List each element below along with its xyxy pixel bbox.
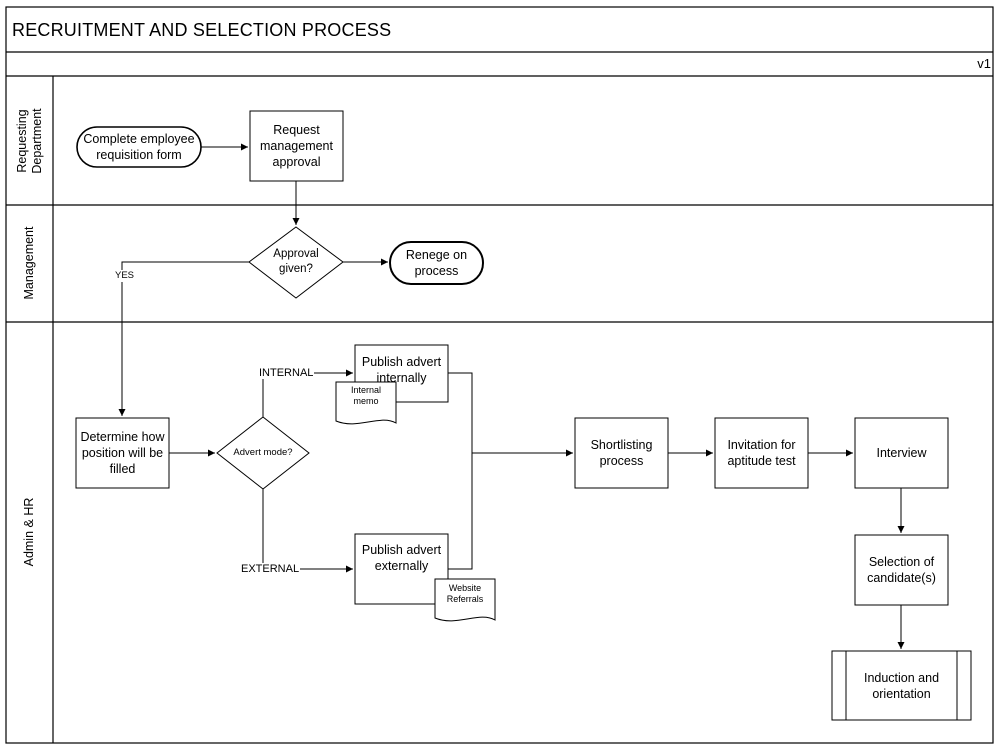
node-induction: Induction and orientation — [863, 670, 940, 701]
renege-terminator — [389, 241, 484, 285]
publish-external-box — [354, 533, 449, 605]
node-complete-form: Complete employee requisition form — [83, 132, 195, 162]
node-publish-external: Publish advert externally — [361, 543, 442, 573]
branch-label-external: EXTERNAL — [240, 563, 301, 575]
merge-line — [448, 372, 473, 570]
node-advert-mode: Advert mode? — [233, 447, 293, 458]
arrow-approval-yes — [118, 261, 249, 416]
lane-label-management: Management — [22, 226, 36, 300]
node-request-approval: Request management approval — [260, 123, 333, 169]
node-selection: Selection of candidate(s) — [867, 555, 936, 585]
doc-internal-memo: Internal memo — [350, 385, 382, 406]
website-referrals-document — [434, 578, 496, 622]
diagram-title: RECRUITMENT AND SELECTION PROCESS — [12, 20, 392, 40]
node-publish-internal: Publish advert internally — [361, 355, 442, 385]
node-interview: Interview — [876, 446, 927, 460]
branch-label-yes: YES — [114, 270, 136, 282]
node-shortlisting: Shortlisting process — [590, 438, 653, 468]
node-determine: Determine how position will be filled — [80, 430, 165, 476]
request-approval-box — [249, 110, 344, 182]
lane-label-admin-hr: Admin & HR — [22, 497, 36, 567]
outer-frame — [5, 6, 994, 744]
version-label: v1 — [977, 56, 991, 71]
interview-box — [854, 417, 949, 489]
shortlisting-box — [574, 417, 669, 489]
node-renege: Renege on process — [405, 248, 468, 278]
branch-label-internal: INTERNAL — [258, 367, 315, 379]
induction-predefined-process — [831, 650, 972, 721]
node-invitation: Invitation for aptitude test — [727, 438, 796, 468]
approval-decision — [248, 226, 344, 299]
arrow-mode-external — [262, 489, 353, 573]
doc-website-referrals: Website Referrals — [446, 583, 484, 604]
selection-box — [854, 534, 949, 606]
internal-memo-document — [335, 381, 397, 425]
lane-label-requesting: Requesting Department — [15, 108, 44, 174]
node-approval-given: Approval given? — [273, 248, 319, 275]
determine-box — [75, 417, 170, 489]
invitation-box — [714, 417, 809, 489]
